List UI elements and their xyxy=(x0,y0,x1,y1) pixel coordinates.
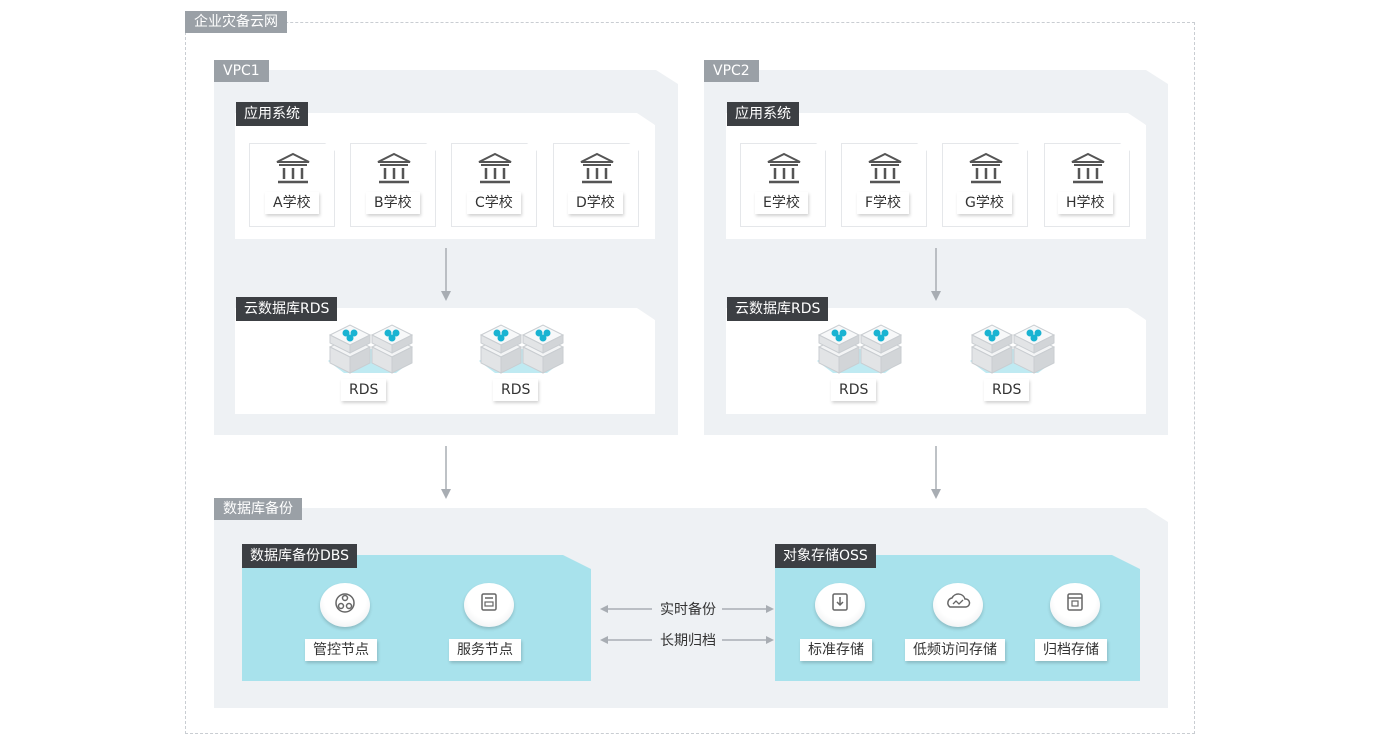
school-label-c: C学校 xyxy=(467,192,521,214)
school-building-icon xyxy=(867,152,903,186)
rds-label-vpc1-1: RDS xyxy=(341,379,387,401)
realtime-backup-arrow xyxy=(600,605,774,613)
school-label-g: G学校 xyxy=(957,192,1012,214)
rds-label-vpc1-2: RDS xyxy=(493,379,539,401)
vpc1-rds-card xyxy=(235,308,655,414)
school-card-f[interactable] xyxy=(841,143,927,227)
school-label-h: H学校 xyxy=(1058,192,1113,214)
school-card-a[interactable] xyxy=(249,143,335,227)
school-label-a: A学校 xyxy=(265,192,319,214)
standard-storage-icon xyxy=(832,593,848,611)
school-building-icon xyxy=(376,152,412,186)
management-node-label: 管控节点 xyxy=(305,639,377,661)
archive-storage-label: 归档存储 xyxy=(1035,639,1107,661)
vpc2-rds-title: 云数据库RDS xyxy=(727,297,829,321)
school-building-icon xyxy=(477,152,513,186)
realtime-backup-label: 实时备份 xyxy=(660,602,716,618)
long-term-archive-label: 长期归档 xyxy=(660,633,716,649)
enterprise-dr-network-boundary xyxy=(185,22,1195,734)
school-building-icon xyxy=(766,152,802,186)
vpc1-title: VPC1 xyxy=(214,60,269,82)
database-stack-icon[interactable] xyxy=(807,323,911,381)
database-stack-icon[interactable] xyxy=(318,323,422,381)
management-node-icon xyxy=(335,593,355,613)
long-term-archive-arrow xyxy=(600,636,774,644)
database-backup-title: 数据库备份 xyxy=(214,498,302,520)
management-node[interactable] xyxy=(320,583,370,627)
database-stack-icon[interactable] xyxy=(469,323,573,381)
vpc2-app-system-title: 应用系统 xyxy=(727,102,799,126)
school-card-h[interactable] xyxy=(1044,143,1130,227)
school-card-g[interactable] xyxy=(942,143,1028,227)
database-stack-icon[interactable] xyxy=(960,323,1064,381)
low-frequency-storage-node[interactable] xyxy=(933,583,983,627)
standard-storage-label: 标准存储 xyxy=(800,639,872,661)
rds-label-vpc2-1: RDS xyxy=(831,379,877,401)
school-building-icon xyxy=(1070,152,1106,186)
vpc1-to-backup-arrow xyxy=(441,446,451,499)
school-card-e[interactable] xyxy=(740,143,826,227)
vpc2-title: VPC2 xyxy=(704,60,759,82)
service-node-label: 服务节点 xyxy=(449,639,521,661)
school-card-c[interactable] xyxy=(451,143,537,227)
school-building-icon xyxy=(579,152,615,186)
school-label-b: B学校 xyxy=(366,192,420,214)
rds-label-vpc2-2: RDS xyxy=(984,379,1030,401)
low-frequency-storage-label: 低频访问存储 xyxy=(905,639,1005,661)
vpc2-app-to-rds-arrow xyxy=(931,248,941,301)
school-label-e: E学校 xyxy=(755,192,808,214)
vpc1-rds-title: 云数据库RDS xyxy=(236,297,338,321)
archive-storage-icon xyxy=(1067,593,1083,611)
low-frequency-storage-icon xyxy=(947,593,971,608)
vpc1-app-system-title: 应用系统 xyxy=(236,102,308,126)
vpc2-to-backup-arrow xyxy=(931,446,941,499)
school-building-icon xyxy=(968,152,1004,186)
school-card-d[interactable] xyxy=(553,143,639,227)
standard-storage-node[interactable] xyxy=(815,583,865,627)
school-label-d: D学校 xyxy=(568,192,623,214)
vpc2-rds-card xyxy=(726,308,1146,414)
school-card-b[interactable] xyxy=(350,143,436,227)
service-node[interactable] xyxy=(464,583,514,627)
archive-storage-node[interactable] xyxy=(1050,583,1100,627)
school-label-f: F学校 xyxy=(857,192,910,214)
outer-title: 企业灾备云网 xyxy=(185,11,287,33)
vpc1-app-to-rds-arrow xyxy=(441,248,451,301)
dbs-panel xyxy=(242,555,591,681)
oss-title: 对象存储OSS xyxy=(775,544,876,568)
school-building-icon xyxy=(275,152,311,186)
service-node-icon xyxy=(481,593,497,611)
dbs-title: 数据库备份DBS xyxy=(242,544,358,568)
